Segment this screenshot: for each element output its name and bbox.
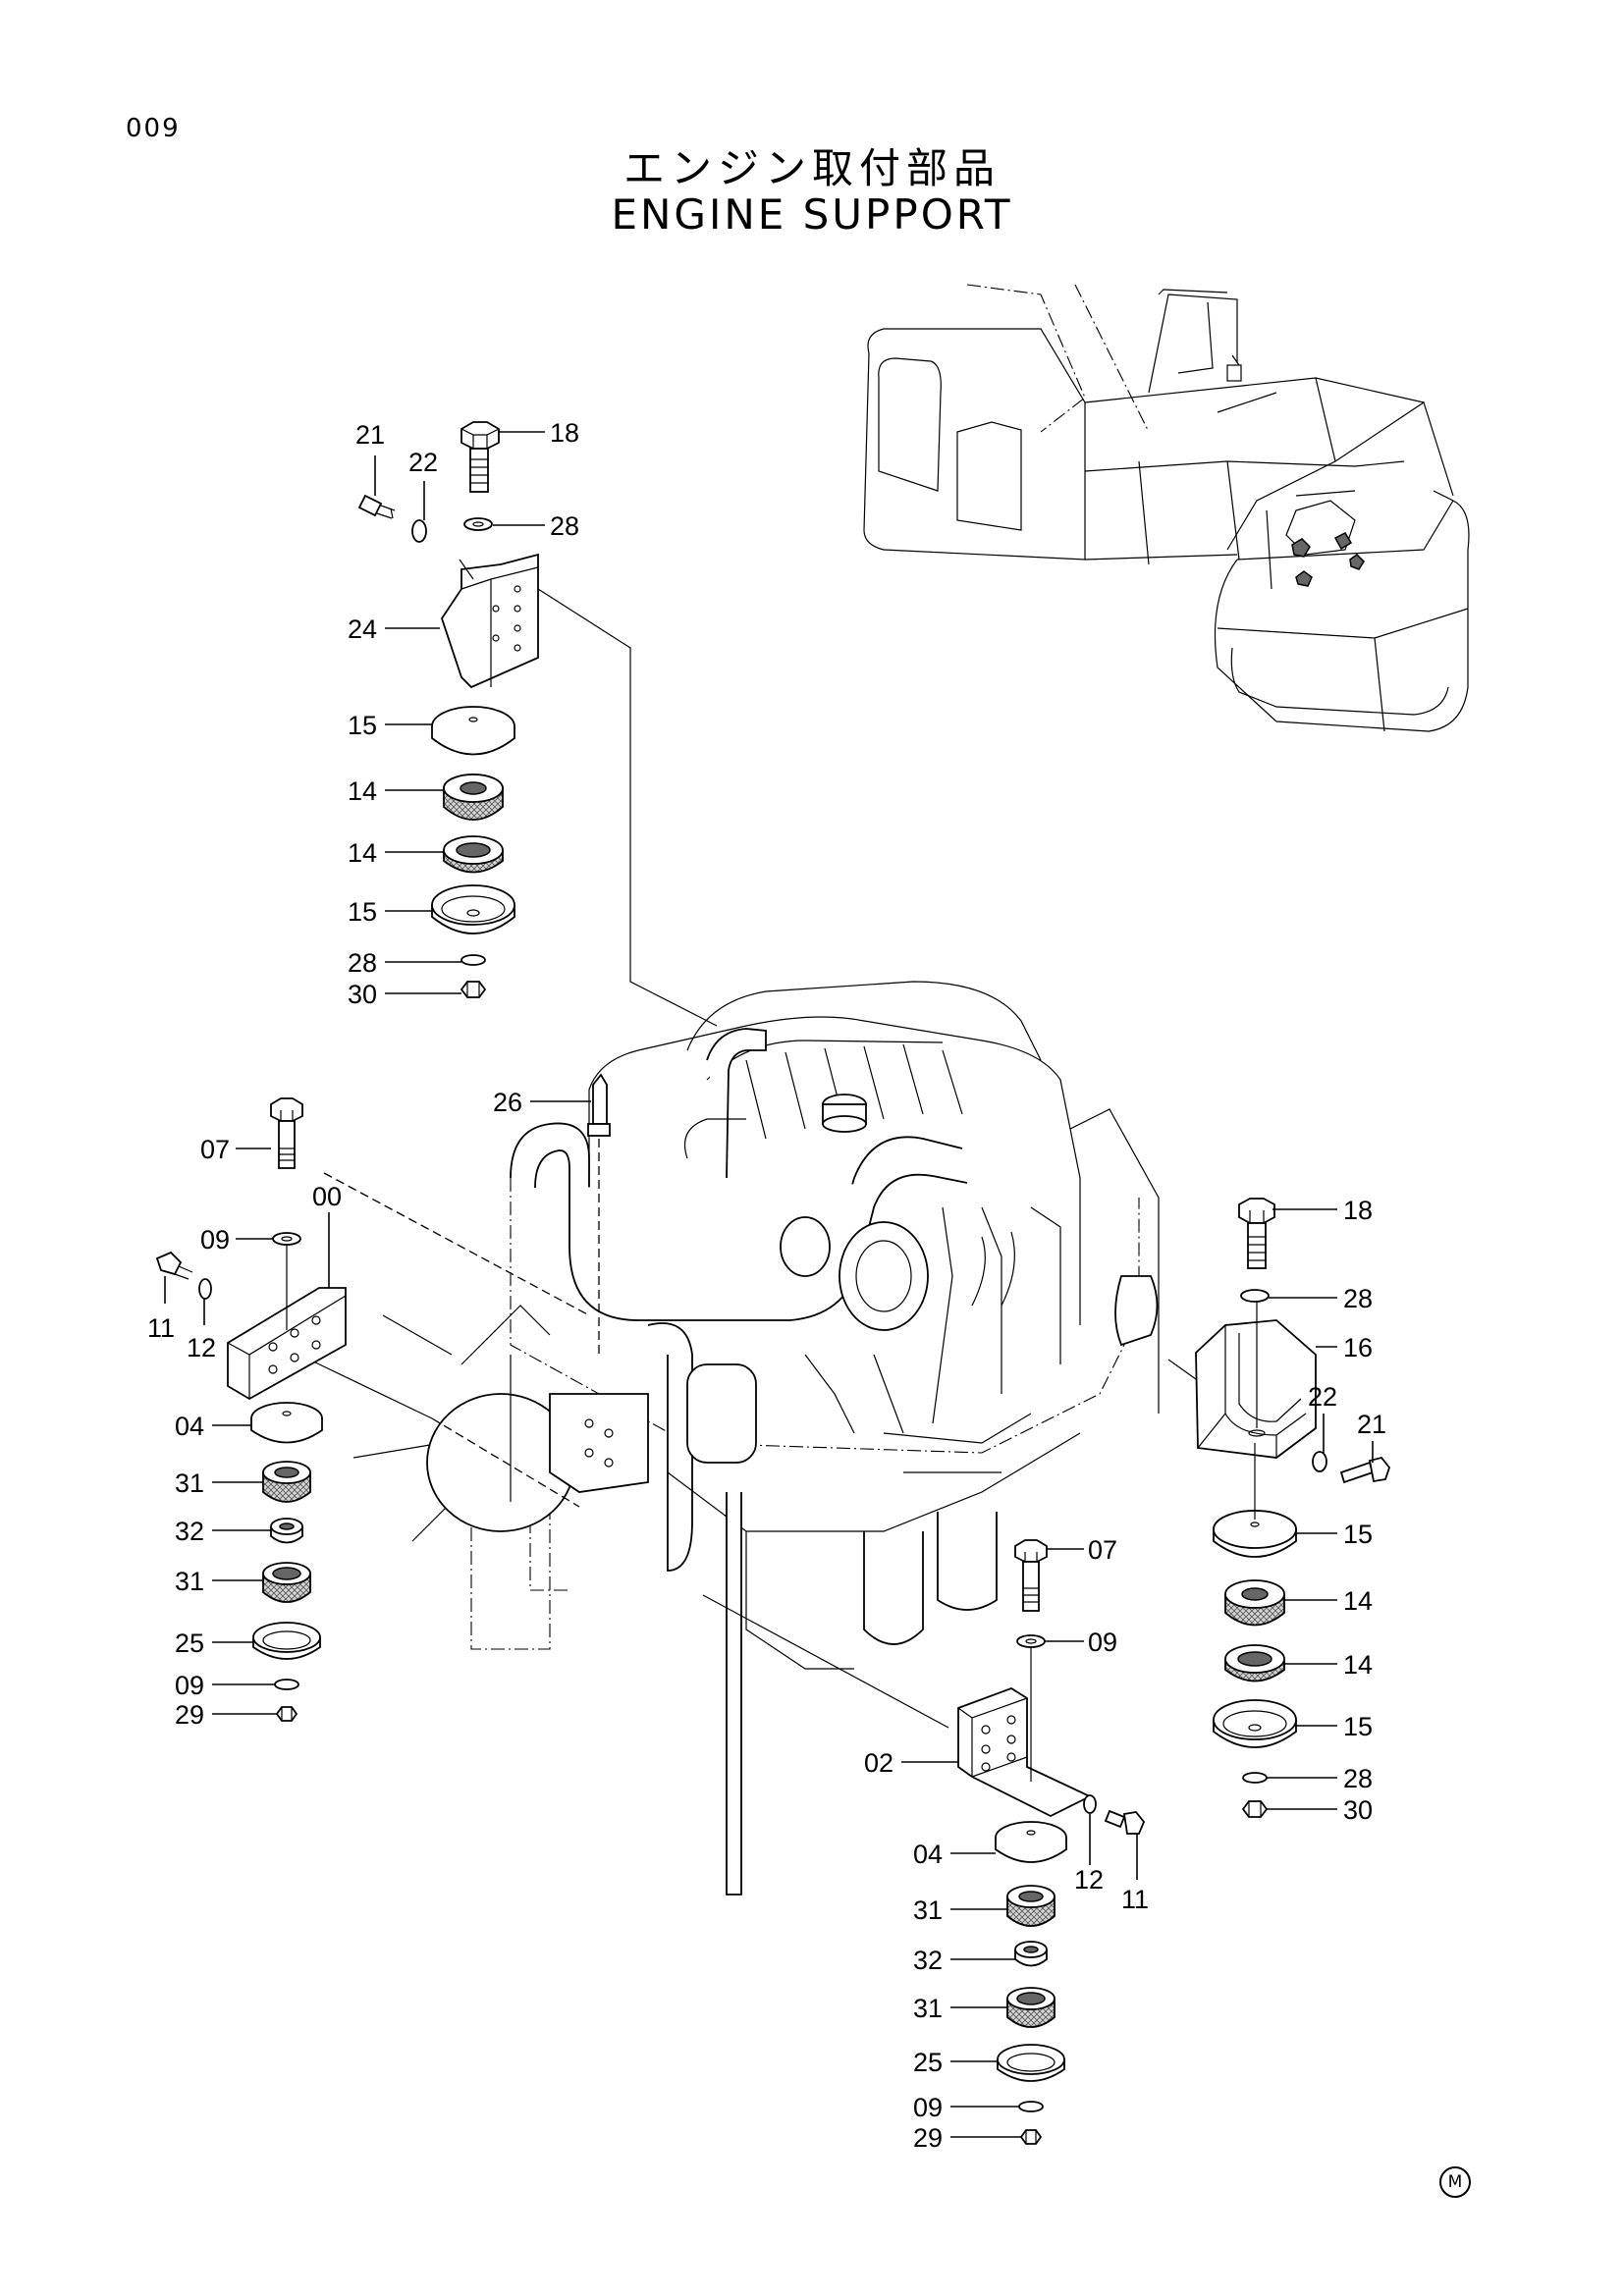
callout-label: 26 (493, 1088, 522, 1117)
callout-label: 31 (913, 1896, 943, 1925)
callout-label: 21 (1357, 1410, 1386, 1439)
callout-label: 09 (175, 1671, 204, 1700)
title-english: ENGINE SUPPORT (611, 190, 1013, 239)
callout-label: 25 (175, 1629, 204, 1658)
callout-leaders (164, 431, 1374, 2138)
left-mount-stack (155, 1097, 347, 1722)
callout-label: 31 (175, 1567, 204, 1596)
callout-label: 32 (913, 1946, 943, 1975)
callout-label: 07 (200, 1135, 230, 1164)
callout-label: 29 (913, 2123, 943, 2153)
callout-label: 28 (1343, 1764, 1373, 1793)
excavator-illustration (863, 284, 1470, 732)
callout-label: 11 (147, 1313, 175, 1343)
callout-label: 30 (348, 980, 377, 1009)
callout-label: 09 (1088, 1628, 1117, 1657)
callout-label: 12 (187, 1333, 216, 1362)
callout-label: 25 (913, 2048, 943, 2077)
callout-label: 14 (348, 838, 377, 868)
callout-label: 21 (355, 420, 385, 450)
callout-label: 28 (348, 948, 377, 978)
callout-label: 09 (200, 1225, 230, 1255)
callout-label: 09 (913, 2093, 943, 2122)
title-japanese: エンジン取付部品 (623, 144, 1001, 192)
callout-label: 24 (348, 614, 377, 644)
callout-label: 04 (175, 1412, 204, 1441)
callout-label: 29 (175, 1700, 204, 1730)
page-number: 009 (126, 114, 181, 143)
callout-label: 11 (1121, 1885, 1149, 1914)
callout-labels: 21 22 18 28 24 15 14 14 15 28 30 26 07 0… (147, 418, 1386, 2153)
callout-label: 31 (913, 1994, 943, 2023)
callout-label: 16 (1343, 1333, 1373, 1362)
callout-label: 31 (175, 1468, 204, 1498)
callout-label: 14 (348, 776, 377, 806)
callout-label: 22 (408, 448, 438, 477)
callout-label: 00 (312, 1182, 342, 1211)
front-mount-stack (957, 1539, 1146, 2145)
callout-label: 28 (550, 511, 579, 541)
top-mount-stack (357, 421, 539, 998)
callout-label: 28 (1343, 1284, 1373, 1313)
callout-label: 30 (1343, 1795, 1373, 1825)
callout-label: 12 (1074, 1865, 1104, 1895)
callout-label: 18 (1343, 1196, 1373, 1225)
right-mount-stack (1195, 1198, 1391, 1818)
corner-mark: M (1439, 2166, 1471, 2198)
callout-label: 22 (1308, 1382, 1337, 1412)
callout-label: 15 (1343, 1520, 1373, 1549)
engine-illustration (308, 588, 1204, 1896)
callout-label: 32 (175, 1517, 204, 1546)
callout-label: 14 (1343, 1586, 1373, 1616)
callout-label: 02 (864, 1748, 893, 1778)
callout-label: 18 (550, 418, 579, 448)
callout-label: 15 (348, 897, 377, 927)
callout-label: 04 (913, 1840, 943, 1869)
callout-label: 15 (348, 711, 377, 740)
callout-label: 15 (1343, 1712, 1373, 1741)
callout-label: 14 (1343, 1650, 1373, 1680)
callout-label: 07 (1088, 1535, 1117, 1565)
